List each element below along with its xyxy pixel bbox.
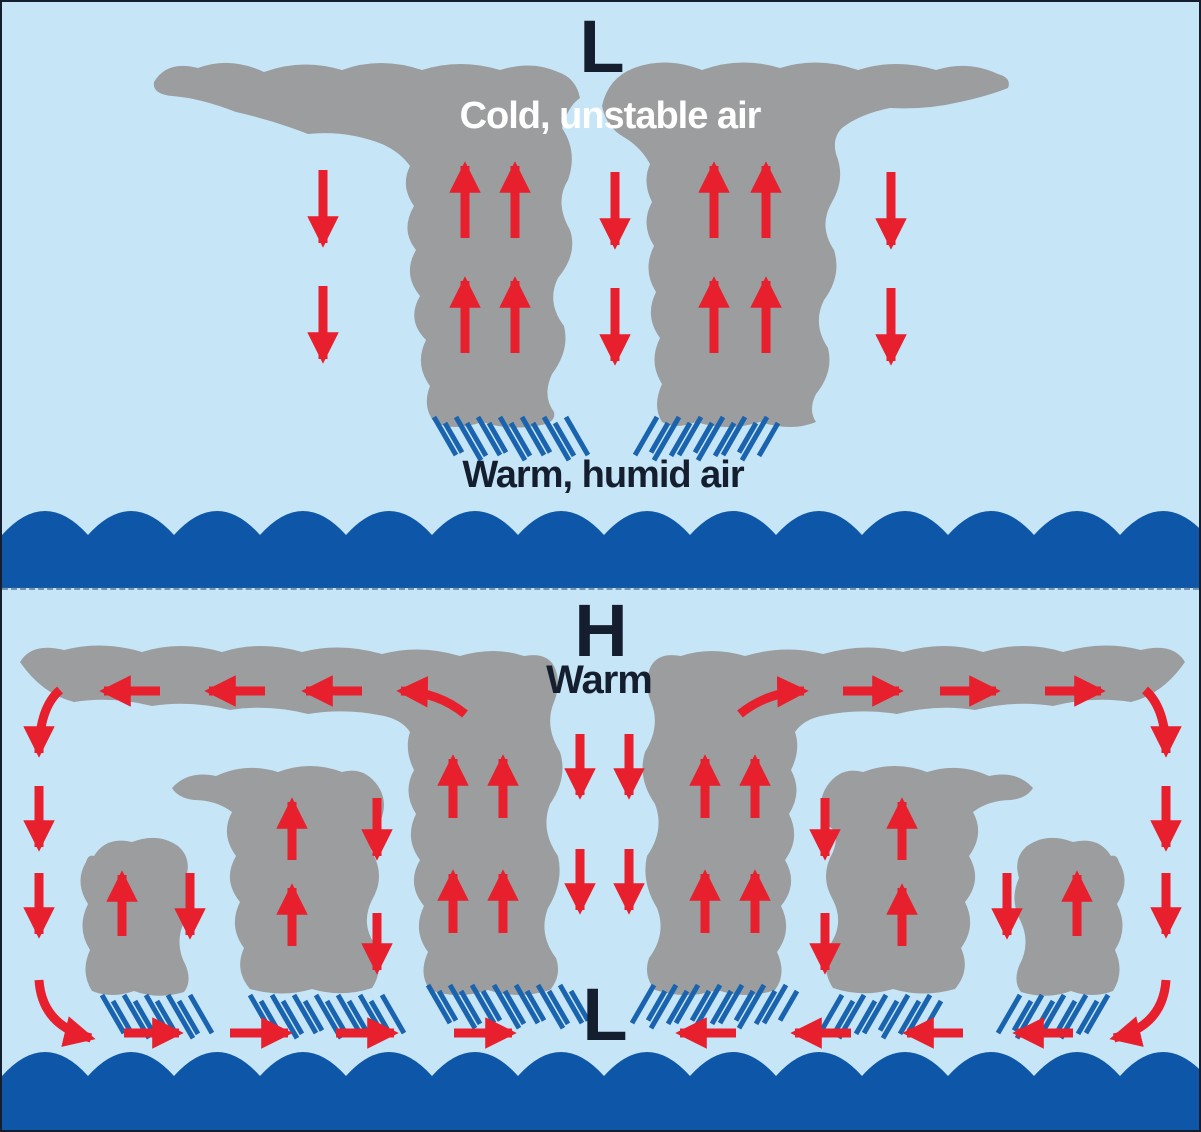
bottom-panel-figure — [2, 645, 1199, 1130]
ocean-surface — [2, 511, 1199, 588]
ocean-surface — [2, 1052, 1199, 1130]
warm-air-label: Warm — [546, 658, 653, 702]
airflow-arrows — [307, 161, 907, 366]
high-pressure-symbol: H — [574, 589, 627, 672]
anvil-tower-right — [642, 645, 1185, 995]
low-pressure-symbol: L — [579, 5, 624, 88]
small-cloud-right — [1014, 837, 1125, 996]
rainfall-hatching — [431, 415, 781, 462]
panel-divider — [2, 587, 1199, 590]
storm-cloud-right — [602, 62, 1009, 427]
cumulonimbus-clouds — [20, 645, 1185, 996]
cumulonimbus-clouds — [153, 62, 1009, 428]
anvil-tower-left — [20, 645, 563, 995]
surface-low-symbol: L — [582, 973, 627, 1056]
cold-unstable-air-label: Cold, unstable air — [459, 95, 762, 137]
rainfall-hatching — [99, 983, 1111, 1040]
airflow-arrows — [23, 675, 1182, 1049]
small-cloud-left — [80, 837, 191, 996]
storm-cloud-left — [153, 62, 580, 428]
medium-cloud-right — [821, 766, 1033, 994]
warm-humid-air-label: Warm, humid air — [462, 454, 744, 496]
medium-cloud-left — [172, 766, 384, 994]
top-panel-figure — [2, 62, 1199, 588]
